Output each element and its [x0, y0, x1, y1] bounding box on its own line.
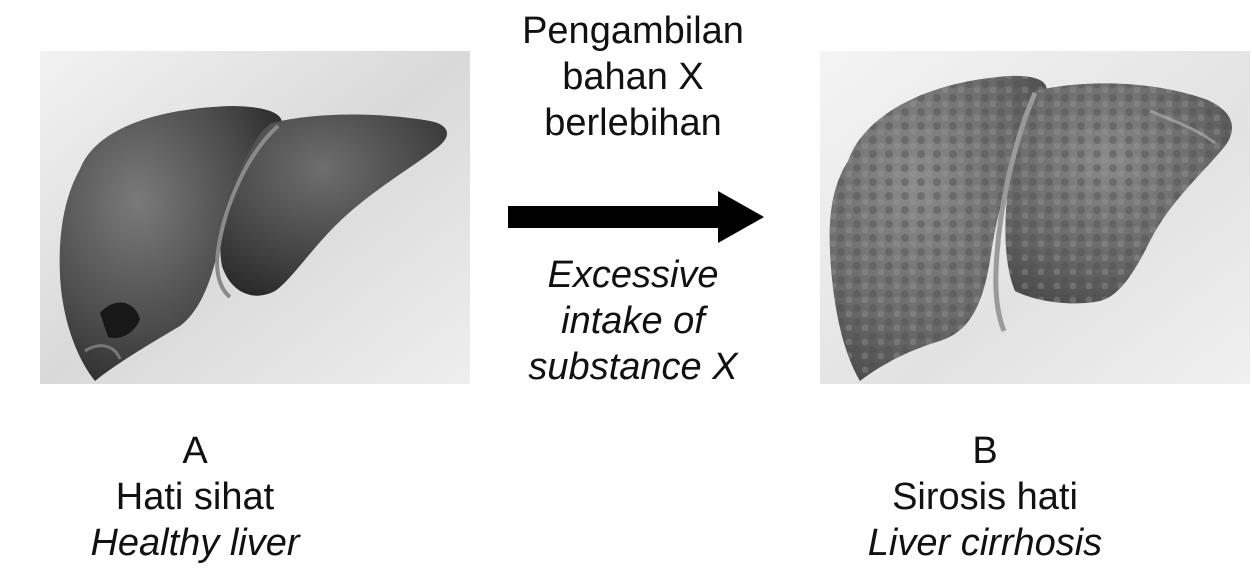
malay-cause-line: berlebihan	[468, 100, 798, 146]
malay-cause-text: Pengambilan bahan X berlebihan	[468, 8, 798, 146]
right-arrow-icon	[508, 191, 764, 243]
english-label: Liver cirrhosis	[785, 520, 1185, 566]
cirrhotic-liver-image	[820, 51, 1250, 384]
healthy-liver-image	[40, 51, 470, 384]
malay-label: Sirosis hati	[785, 474, 1185, 520]
english-cause-text: Excessive intake of substance X	[468, 252, 798, 390]
healthy-liver-caption: A Hati sihat Healthy liver	[0, 428, 395, 566]
english-cause-line: intake of	[468, 298, 798, 344]
malay-label: Hati sihat	[0, 474, 395, 520]
english-cause-line: Excessive	[468, 252, 798, 298]
english-label: Healthy liver	[0, 520, 395, 566]
english-cause-line: substance X	[468, 344, 798, 390]
malay-cause-line: bahan X	[468, 54, 798, 100]
malay-cause-line: Pengambilan	[468, 8, 798, 54]
panel-letter: A	[0, 428, 395, 474]
cirrhosis-caption: B Sirosis hati Liver cirrhosis	[785, 428, 1185, 566]
panel-letter: B	[785, 428, 1185, 474]
